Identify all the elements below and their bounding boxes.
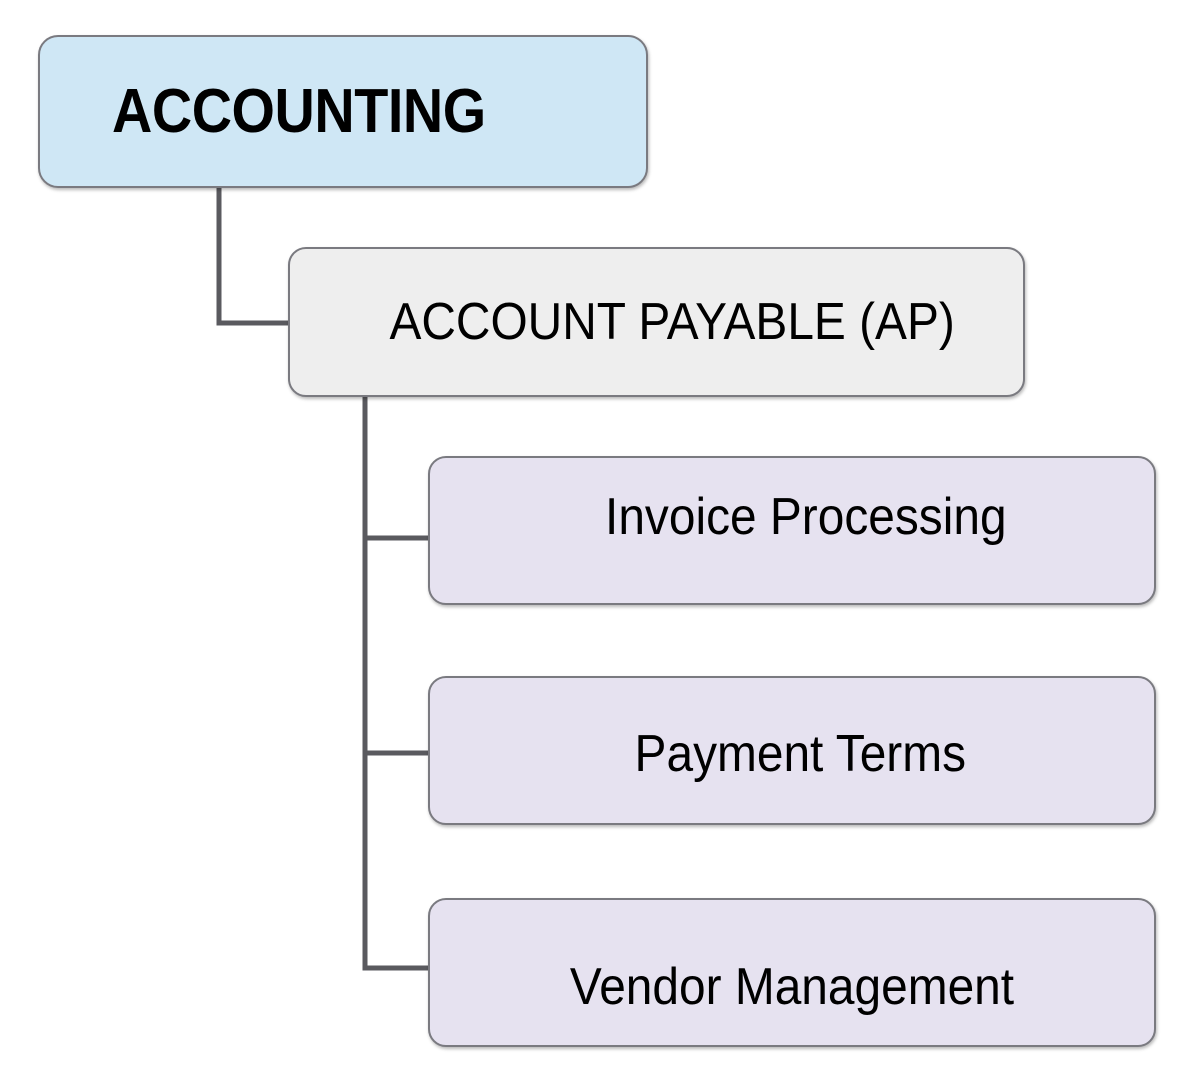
node-invoice-processing[interactable]: Invoice Processing	[428, 456, 1156, 605]
node-accounting[interactable]: ACCOUNTING	[38, 35, 648, 188]
node-payment-terms-label: Payment Terms	[634, 724, 967, 783]
node-payment-terms[interactable]: Payment Terms	[428, 676, 1156, 825]
edge-root-to-ap	[216, 185, 295, 326]
node-vendor-management-label: Vendor Management	[569, 957, 1015, 1016]
node-account-payable[interactable]: ACCOUNT PAYABLE (AP)	[288, 247, 1025, 397]
node-accounting-label: ACCOUNTING	[112, 77, 486, 146]
node-vendor-management[interactable]: Vendor Management	[428, 898, 1156, 1047]
node-invoice-processing-label: Invoice Processing	[605, 487, 1007, 546]
node-account-payable-label: ACCOUNT PAYABLE (AP)	[389, 293, 955, 351]
